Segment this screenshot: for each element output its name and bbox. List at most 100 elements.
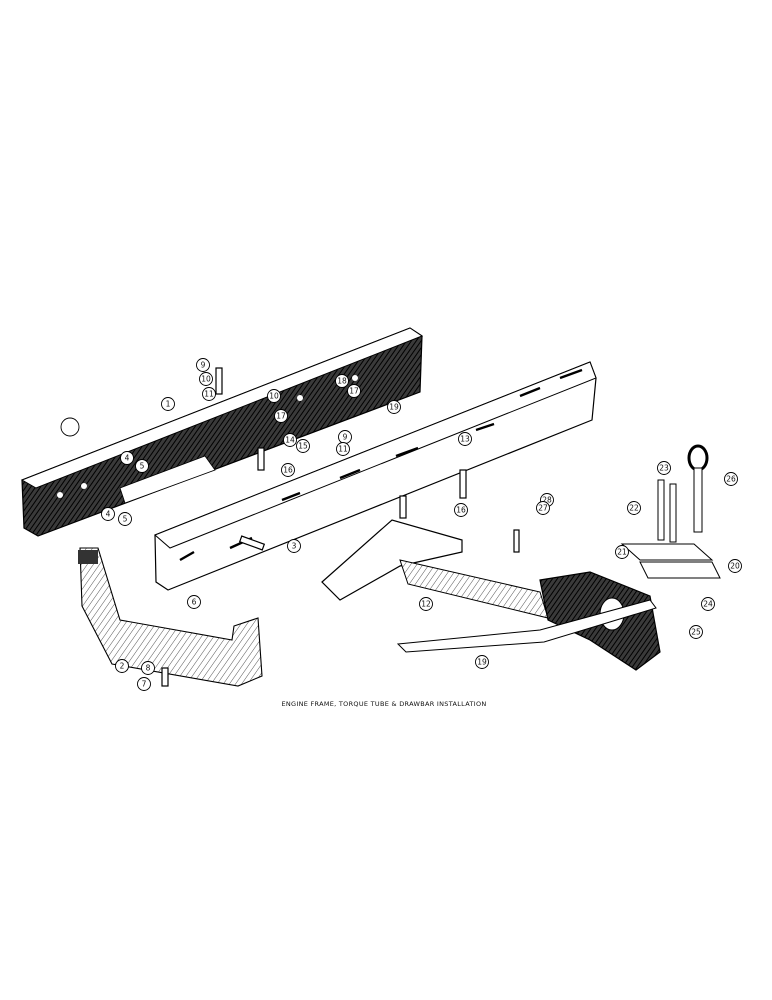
callout-25: 25: [689, 625, 703, 639]
callout-circle: [724, 472, 738, 486]
callout-16: 16: [454, 503, 468, 517]
callout-7: 7: [137, 677, 151, 691]
callout-6: 6: [187, 595, 201, 609]
callout-17: 17: [274, 409, 288, 423]
callout-10: 10: [199, 372, 213, 386]
callout-number: 4: [125, 454, 130, 463]
bolts: [161, 367, 520, 687]
callout-number: 9: [343, 433, 348, 442]
callout-4: 4: [120, 451, 134, 465]
callout-circle: [118, 512, 132, 526]
callout-blank: [60, 417, 80, 437]
callout-circle: [728, 559, 742, 573]
callout-14: 14: [283, 433, 297, 447]
callout-circle: [283, 433, 297, 447]
callout-circle: [689, 625, 703, 639]
callout-circle: [458, 432, 472, 446]
callout-9: 9: [196, 358, 210, 372]
callout-11: 11: [336, 442, 350, 456]
callout-circle: [287, 539, 301, 553]
callout-number: 4: [106, 510, 111, 519]
callout-number: 26: [726, 475, 736, 484]
callout-circle: [281, 463, 295, 477]
frame-bracket: [78, 547, 263, 687]
callout-number: 25: [691, 628, 701, 637]
callout-number: 11: [338, 445, 348, 454]
callout-circle: [115, 659, 129, 673]
callout-circle: [336, 442, 350, 456]
callout-17: 17: [347, 384, 361, 398]
callout-circle: [120, 451, 134, 465]
callout-circle: [135, 459, 149, 473]
callout-number: 9: [201, 361, 206, 370]
callout-number: 3: [292, 542, 297, 551]
callout-number: 27: [538, 504, 548, 513]
callout-number: 5: [123, 515, 128, 524]
engine-frame-rail-right: [154, 361, 597, 591]
callout-circle: [187, 595, 201, 609]
callout-number: 24: [703, 600, 713, 609]
callout-19: 19: [387, 400, 401, 414]
callout-3: 3: [287, 539, 301, 553]
callout-12: 12: [419, 597, 433, 611]
callout-circle: [60, 417, 80, 437]
callout-circle: [267, 389, 281, 403]
callout-21: 21: [615, 545, 629, 559]
drawbar: [396, 599, 657, 653]
callout-19: 19: [475, 655, 489, 669]
callout-number: 19: [477, 658, 487, 667]
callout-number: 7: [142, 680, 147, 689]
torque-tube: [321, 519, 661, 671]
callout-number: 12: [421, 600, 431, 609]
callout-circle: [657, 461, 671, 475]
callout-number: 20: [730, 562, 740, 571]
callout-circle: [419, 597, 433, 611]
callout-13: 13: [458, 432, 472, 446]
callout-circle: [536, 501, 550, 515]
callout-circle: [274, 409, 288, 423]
callout-11: 11: [202, 387, 216, 401]
callout-24: 24: [701, 597, 715, 611]
callout-circle: [137, 677, 151, 691]
callout-number: 6: [192, 598, 197, 607]
callout-circle: [161, 397, 175, 411]
callout-9: 9: [338, 430, 352, 444]
callout-circle: [335, 374, 349, 388]
callout-18: 18: [335, 374, 349, 388]
callout-number: 18: [337, 377, 347, 386]
callout-number: 28: [542, 496, 552, 505]
callout-circle: [199, 372, 213, 386]
callout-26: 26: [724, 472, 738, 486]
callout-number: 16: [456, 506, 466, 515]
callout-number: 10: [269, 392, 279, 401]
callout-labels: 9101114545101714151618171991113163282723…: [60, 358, 742, 691]
callout-number: 19: [389, 403, 399, 412]
callout-circle: [475, 655, 489, 669]
callout-number: 1: [166, 400, 171, 409]
callout-number: 16: [283, 466, 293, 475]
callout-circle: [202, 387, 216, 401]
callout-20: 20: [728, 559, 742, 573]
callout-22: 22: [627, 501, 641, 515]
callout-16: 16: [281, 463, 295, 477]
callout-number: 5: [140, 462, 145, 471]
callout-23: 23: [657, 461, 671, 475]
callout-number: 13: [460, 435, 470, 444]
callout-number: 22: [629, 504, 639, 513]
hitch-assembly: [620, 444, 721, 579]
callout-circle: [454, 503, 468, 517]
callout-number: 15: [298, 442, 308, 451]
callout-circle: [141, 661, 155, 675]
callout-number: 14: [285, 436, 295, 445]
callout-circle: [101, 507, 115, 521]
callout-number: 21: [617, 548, 627, 557]
callout-4: 4: [101, 507, 115, 521]
callout-number: 23: [659, 464, 669, 473]
callout-number: 10: [201, 375, 211, 384]
callout-number: 8: [146, 664, 151, 673]
callout-circle: [387, 400, 401, 414]
callout-1: 1: [161, 397, 175, 411]
callout-5: 5: [135, 459, 149, 473]
